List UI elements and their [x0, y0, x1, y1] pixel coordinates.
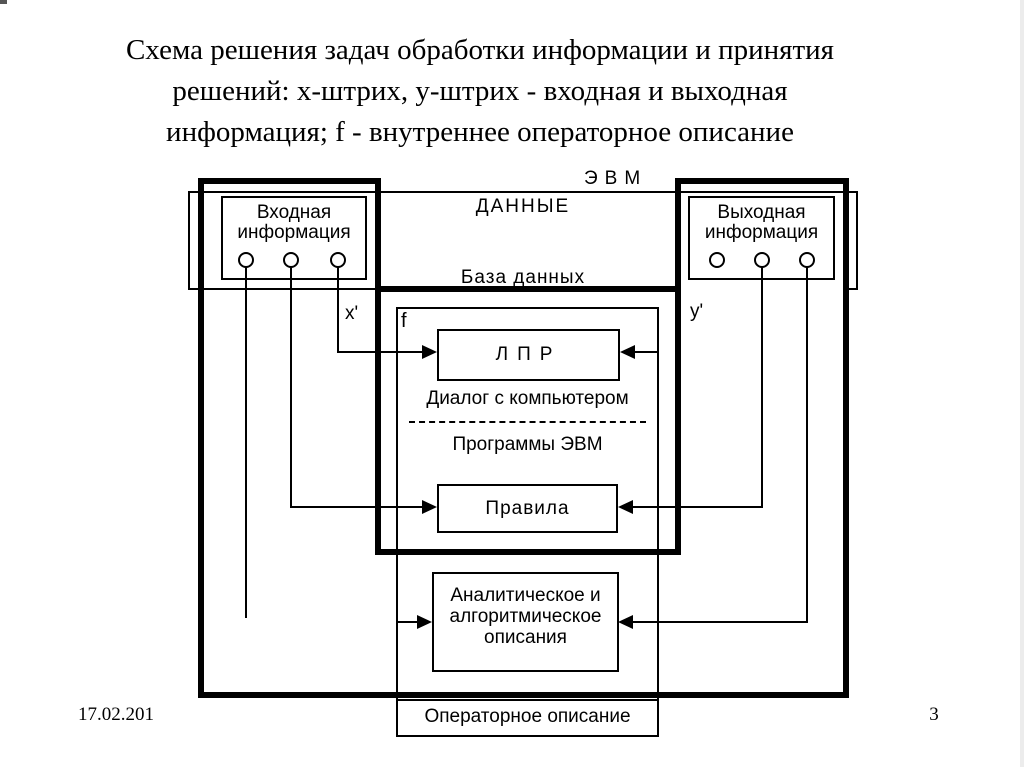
decision-maker-box: ЛПР: [437, 329, 620, 381]
flow-line-output-3-h: [632, 621, 808, 623]
flow-line-output-3-v: [806, 267, 808, 623]
central-unit-box: [396, 307, 659, 737]
arrowhead-left-icon: [618, 500, 633, 514]
arrowhead-left-icon: [618, 615, 633, 629]
decision-maker-label: ЛПР: [495, 344, 562, 365]
f-label: f: [401, 310, 407, 332]
connector-circle: [283, 252, 299, 268]
stub-lpr-right: [634, 351, 659, 353]
title-line-3: информация; f - внутреннее операторное о…: [166, 116, 794, 148]
analytic-label: Аналитическое и алгоритмическое описания: [449, 585, 602, 648]
arrowhead-right-icon: [417, 615, 432, 629]
y-prime-label: у': [690, 301, 704, 322]
flow-line-output-2-v: [761, 267, 763, 508]
rules-label: Правила: [485, 498, 570, 519]
arrowhead-right-icon: [422, 500, 437, 514]
analytic-box: Аналитическое и алгоритмическое описания: [432, 572, 619, 672]
computer-label: ЭВМ: [584, 168, 648, 189]
right-edge-shade: [1020, 0, 1024, 767]
connector-circle: [238, 252, 254, 268]
flow-line-input-3-h: [337, 351, 423, 353]
title-line-2: решений: х-штрих, у-штрих - входная и вы…: [172, 75, 788, 107]
rules-box: Правила: [437, 484, 618, 533]
computer-outline-top-left: [198, 178, 380, 184]
connector-circle: [799, 252, 815, 268]
connector-circle: [754, 252, 770, 268]
computer-outline-central-bottom: [375, 549, 681, 555]
computer-outline-central-top: [375, 286, 681, 292]
computer-outline-mid-right: [675, 178, 681, 555]
input-info-label: Входная информация: [237, 202, 351, 243]
dashed-divider: [409, 421, 646, 423]
flow-line-input-3-v: [337, 267, 339, 353]
connector-circle: [330, 252, 346, 268]
output-info-label: Выходная информация: [704, 202, 819, 243]
page-number: 3: [929, 704, 939, 725]
flow-line-input-2-v: [290, 267, 292, 508]
computer-outline-left: [198, 178, 204, 698]
computer-outline-mid-left: [375, 178, 381, 555]
footer-date: 17.02.201: [78, 704, 154, 725]
database-label: База данных: [460, 267, 586, 288]
x-prime-label: х': [345, 303, 359, 324]
computer-outline-right: [843, 178, 849, 698]
computer-outline-top-right: [675, 178, 849, 184]
flow-line-input-1: [245, 267, 247, 618]
arrowhead-left-icon: [620, 345, 635, 359]
operator-label: Операторное описание: [424, 706, 631, 727]
dialog-label: Диалог с компьютером: [426, 388, 629, 409]
stub-analytic-left: [397, 621, 418, 623]
slide-title: Схема решения задач обработки информации…: [0, 30, 960, 153]
arrowhead-right-icon: [422, 345, 437, 359]
operator-divider: [398, 699, 657, 701]
flow-line-input-2-h: [290, 506, 423, 508]
title-line-1: Схема решения задач обработки информации…: [125, 34, 835, 66]
data-label: ДАННЫЕ: [475, 196, 571, 217]
flow-line-output-2-h: [632, 506, 763, 508]
corner-artifact: [0, 0, 7, 4]
computer-outline-bottom: [198, 692, 849, 698]
programs-label: Программы ЭВМ: [452, 434, 603, 455]
connector-circle: [709, 252, 725, 268]
